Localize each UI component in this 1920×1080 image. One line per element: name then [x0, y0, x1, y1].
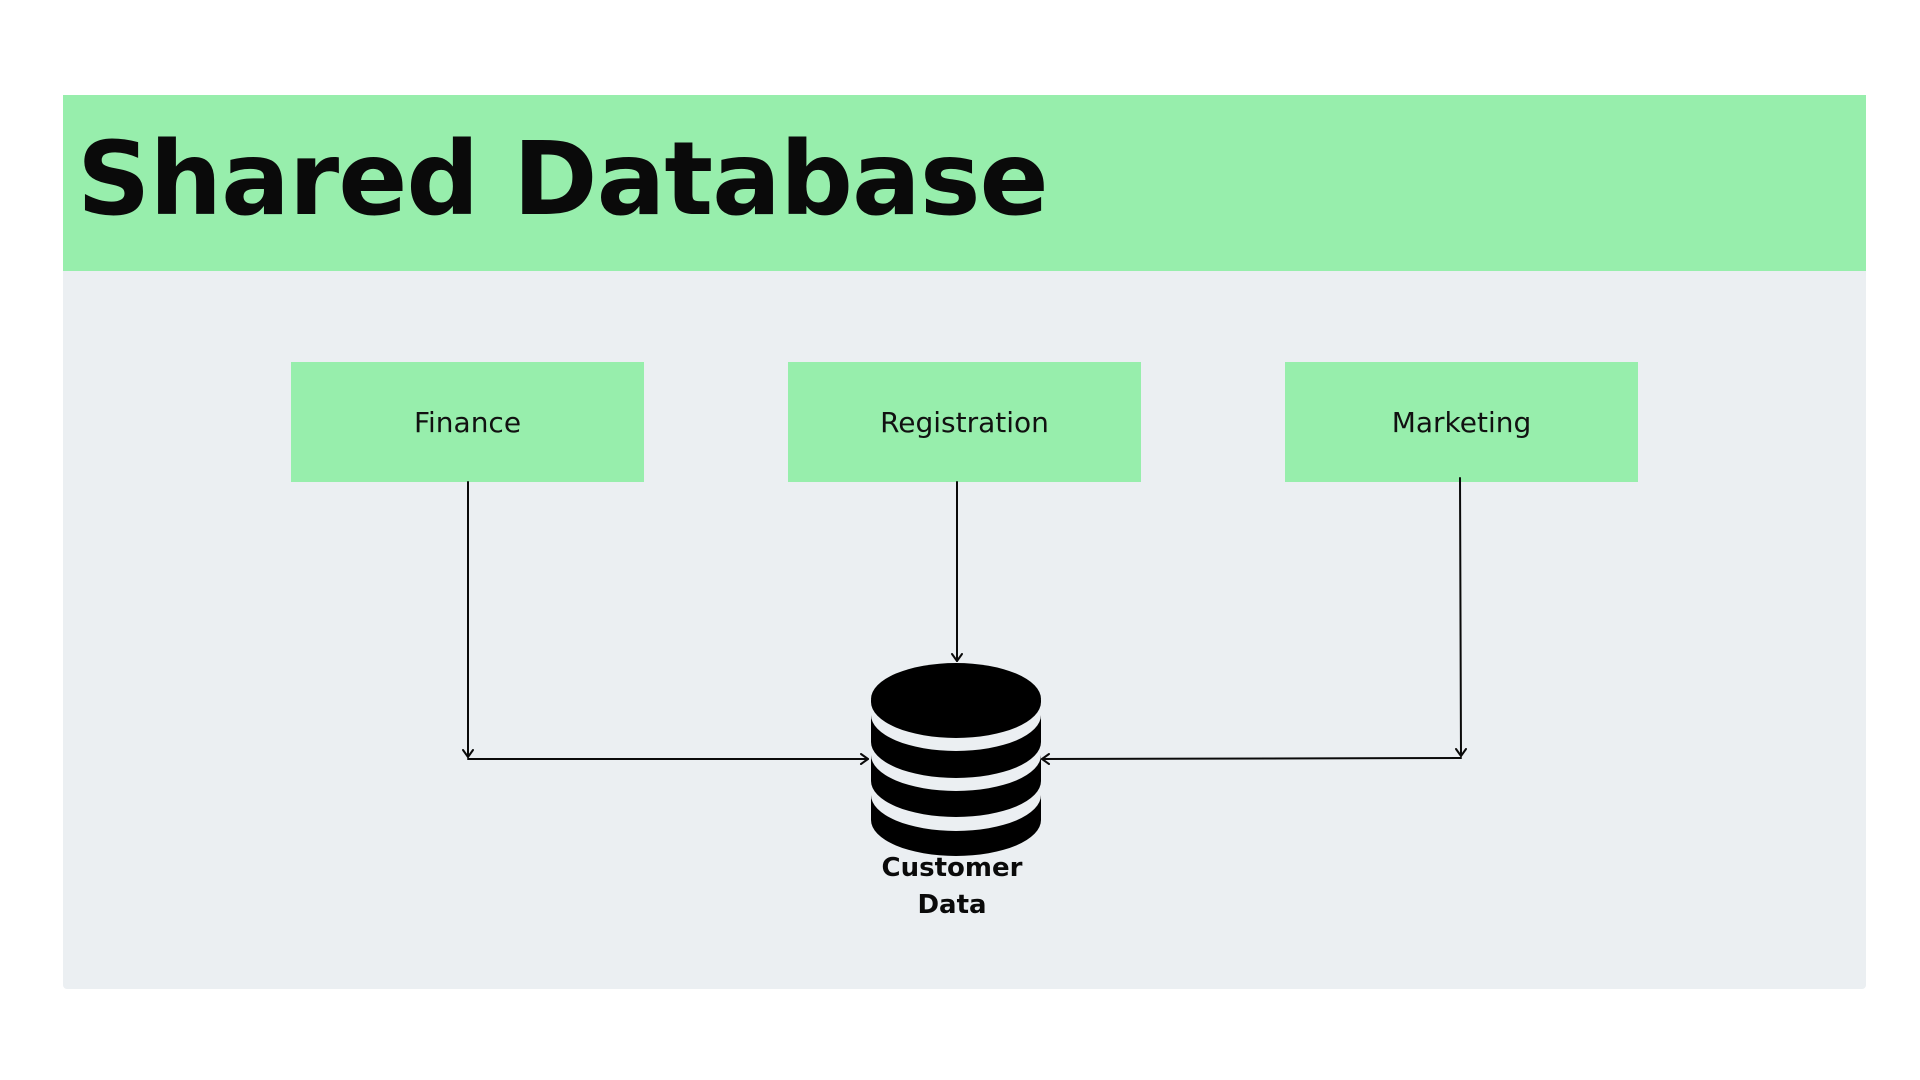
- finance-box[interactable]: Finance: [291, 362, 644, 482]
- registration-box[interactable]: Registration: [788, 362, 1141, 482]
- marketing-box[interactable]: Marketing: [1285, 362, 1638, 482]
- title-banner: Shared Database: [63, 95, 1866, 271]
- database-label: Customer Data: [852, 850, 1052, 924]
- finance-label: Finance: [413, 405, 522, 439]
- registration-label: Registration: [880, 405, 1049, 439]
- marketing-label: Marketing: [1391, 405, 1532, 439]
- database-label-line1: Customer: [881, 853, 1023, 883]
- page-title: Shared Database: [77, 120, 1049, 239]
- database-label-line2: Data: [917, 890, 987, 920]
